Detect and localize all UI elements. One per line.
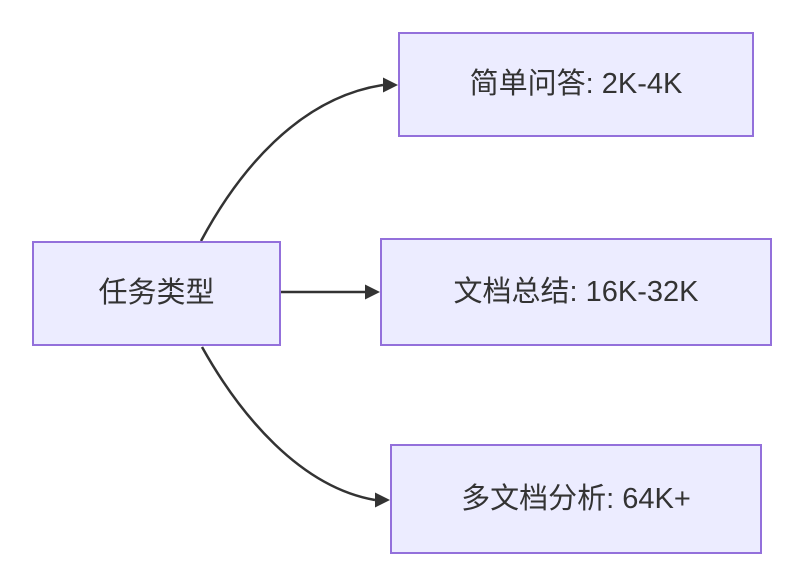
node-multi-doc: 多文档分析: 64K+ (390, 444, 762, 554)
node-task-type: 任务类型 (32, 241, 281, 346)
node-simple-qa-label: 简单问答: 2K-4K (469, 68, 683, 101)
arrowhead-doc-summary (365, 284, 380, 300)
arrowhead-multi-doc (375, 492, 390, 508)
node-task-type-label: 任务类型 (98, 277, 215, 310)
node-multi-doc-label: 多文档分析: 64K+ (461, 482, 691, 515)
node-doc-summary-label: 文档总结: 16K-32K (453, 275, 699, 308)
node-simple-qa: 简单问答: 2K-4K (398, 32, 754, 137)
arrowhead-simple-qa (383, 77, 398, 93)
edge-task-to-simple-qa (199, 83, 384, 242)
edge-task-to-multi-doc (200, 346, 376, 502)
node-doc-summary: 文档总结: 16K-32K (380, 238, 772, 346)
